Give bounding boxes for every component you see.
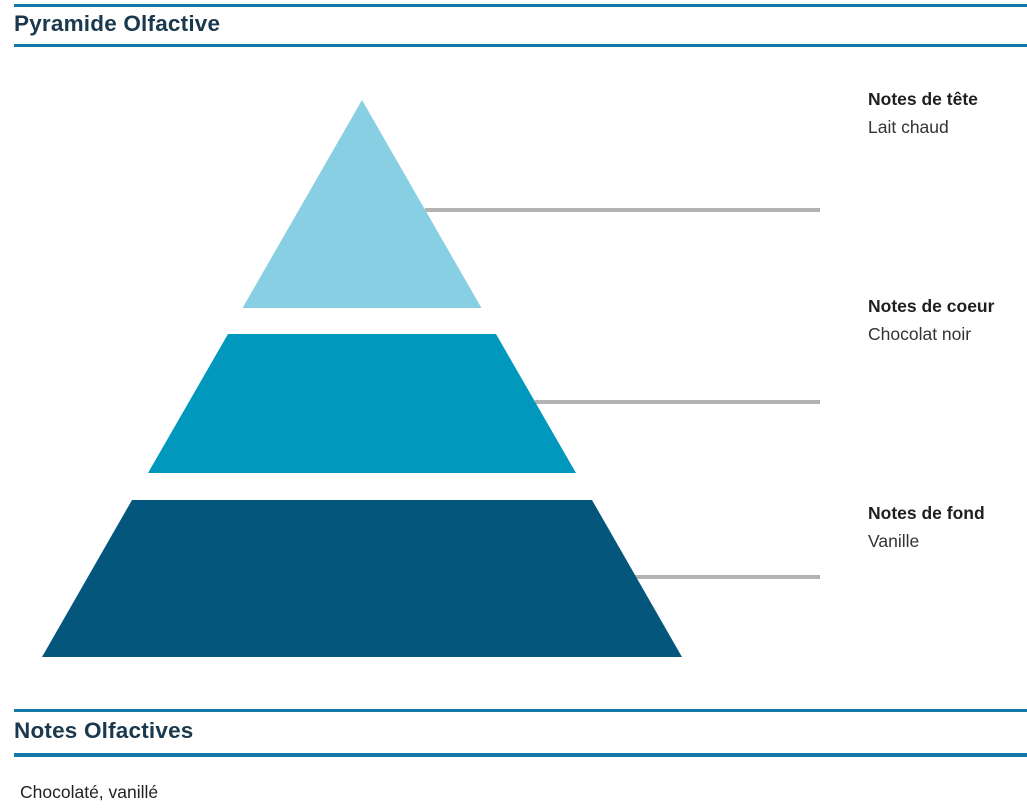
note-label-top-title: Notes de tête (868, 89, 978, 109)
pyramid-level-heart (148, 334, 576, 473)
pyramid-level-base (42, 500, 682, 657)
notes-section-title: Notes Olfactives (14, 718, 194, 743)
notes-section-content: Chocolaté, vanillé (20, 782, 159, 802)
note-label-top-value: Lait chaud (868, 117, 949, 137)
note-label-heart: Notes de coeur Chocolat noir (868, 295, 1027, 345)
note-label-base-value: Vanille (868, 531, 920, 551)
note-label-top: Notes de tête Lait chaud (868, 88, 1027, 138)
pyramid-section-title: Pyramide Olfactive (14, 11, 221, 36)
notes-section-bottom-divider (14, 753, 1027, 757)
note-label-base: Notes de fond Vanille (868, 502, 1027, 552)
note-label-base-title: Notes de fond (868, 503, 985, 523)
pyramid-level-top (242, 100, 482, 308)
header-top-divider (14, 3, 1027, 7)
note-label-heart-title: Notes de coeur (868, 296, 995, 316)
notes-section-top-divider (14, 708, 1027, 712)
note-label-heart-value: Chocolat noir (868, 324, 972, 344)
header-bottom-divider (14, 43, 1027, 47)
